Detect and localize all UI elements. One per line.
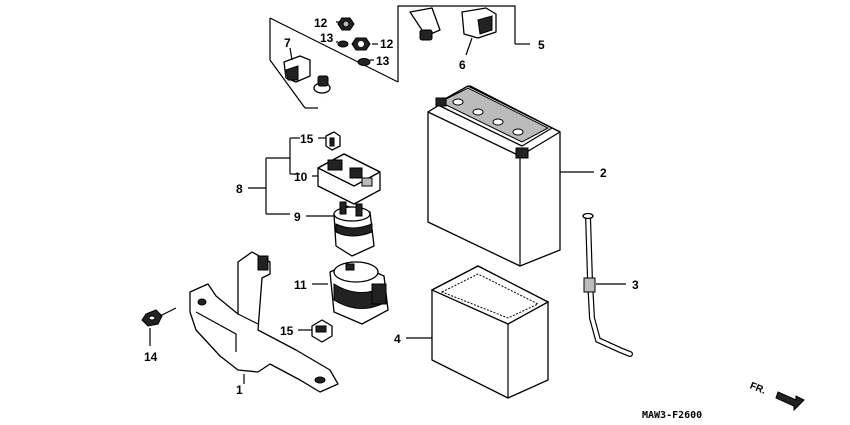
bolt-part-14 bbox=[141, 307, 177, 346]
callout-15-upper: 15 bbox=[300, 132, 314, 146]
callout-7: 7 bbox=[284, 36, 291, 50]
callout-14: 14 bbox=[144, 350, 158, 364]
battery-bracket-part-1 bbox=[189, 251, 339, 393]
relay-part-9 bbox=[333, 201, 375, 257]
terminal-cover-part-6 bbox=[461, 7, 497, 56]
fuse-part-15-lower bbox=[298, 319, 333, 343]
callout-3: 3 bbox=[632, 278, 639, 292]
callout-13-upper: 13 bbox=[320, 31, 334, 45]
callout-12-lower: 12 bbox=[380, 37, 394, 51]
front-arrow bbox=[775, 391, 805, 412]
hardware-nuts-bolts bbox=[336, 17, 378, 66]
relay-group-bracket bbox=[248, 137, 334, 217]
callout-15-lower: 15 bbox=[280, 324, 294, 338]
callout-1: 1 bbox=[236, 383, 243, 397]
cable-group-outline bbox=[269, 5, 530, 109]
callout-5: 5 bbox=[538, 38, 545, 52]
callout-13-lower: 13 bbox=[376, 54, 390, 68]
callout-12-upper: 12 bbox=[314, 16, 328, 30]
callout-10: 10 bbox=[294, 170, 308, 184]
battery-case-part-4 bbox=[406, 265, 550, 399]
callout-2: 2 bbox=[600, 166, 607, 180]
callout-11: 11 bbox=[294, 278, 307, 292]
battery-cable bbox=[313, 7, 441, 119]
terminal-cover-part-7 bbox=[283, 47, 311, 83]
diagram-code: MAW3-F2600 bbox=[642, 410, 702, 421]
callout-6: 6 bbox=[459, 58, 466, 72]
callout-4: 4 bbox=[394, 332, 401, 346]
callout-8: 8 bbox=[236, 182, 243, 196]
fuse-part-15-upper bbox=[318, 131, 341, 151]
relay-body-part-10 bbox=[317, 153, 381, 205]
breather-tube-part-3 bbox=[582, 212, 633, 357]
starter-relay-part-11 bbox=[312, 261, 389, 325]
front-label: FR. bbox=[748, 381, 767, 397]
callout-9: 9 bbox=[294, 210, 301, 224]
battery-part-2 bbox=[427, 85, 594, 267]
